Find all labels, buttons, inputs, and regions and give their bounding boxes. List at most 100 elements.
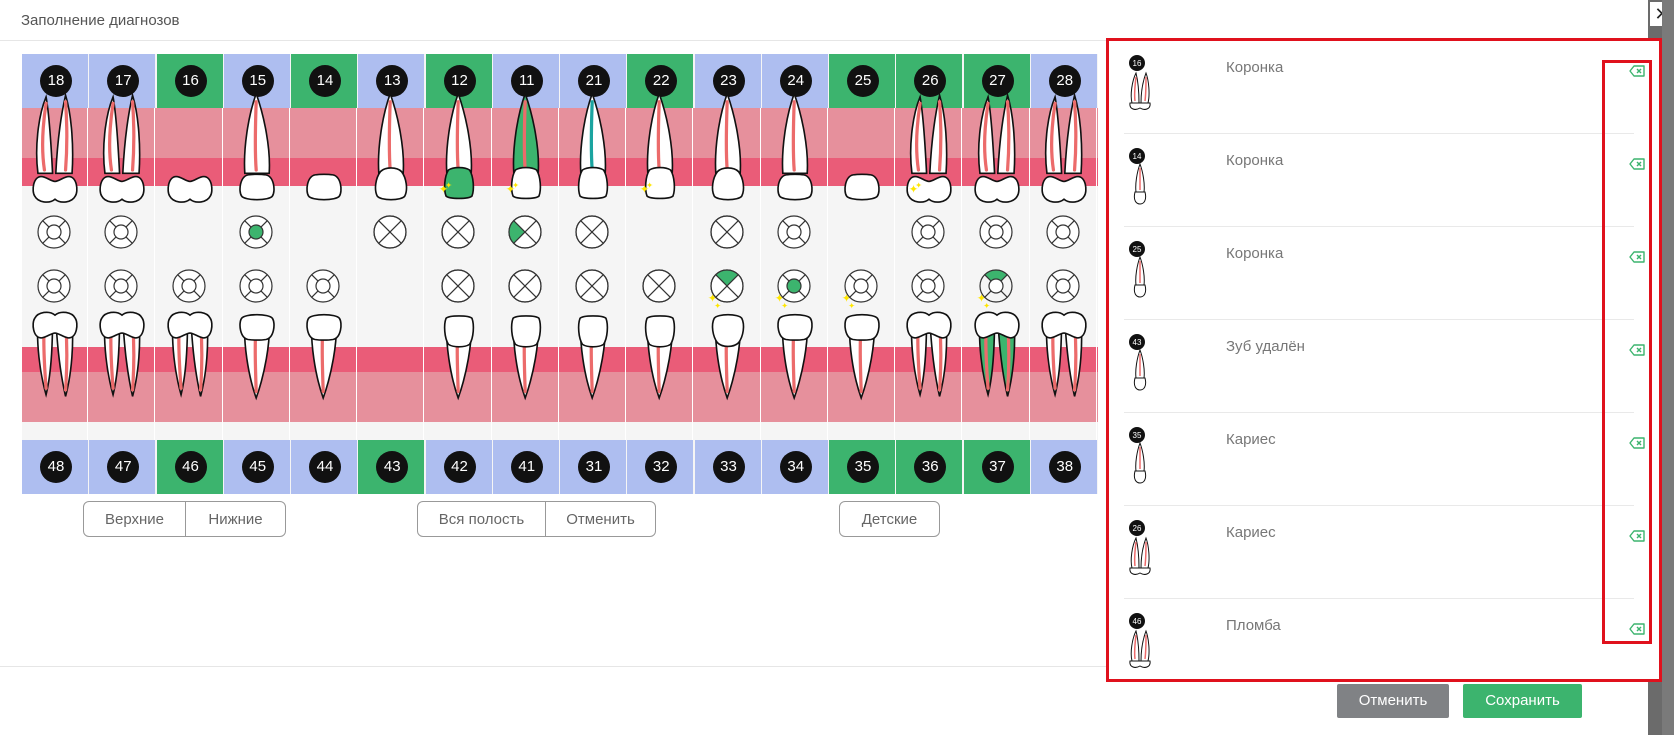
lower-surface-icon[interactable] bbox=[911, 269, 945, 303]
lower-surface-icon[interactable] bbox=[642, 269, 676, 303]
lower-header-cell[interactable]: 41 bbox=[492, 440, 559, 494]
lower-tooth-48[interactable] bbox=[22, 294, 88, 424]
lower-tooth-44[interactable] bbox=[291, 294, 357, 424]
upper-surface-icon[interactable] bbox=[709, 215, 744, 249]
lower-surface-icon[interactable] bbox=[978, 269, 1013, 303]
delete-diagnosis-icon[interactable] bbox=[1629, 65, 1645, 77]
upper-tooth-11[interactable]: ✦✦ bbox=[493, 91, 559, 222]
upper-surface-icon[interactable] bbox=[37, 215, 71, 249]
upper-header-cell[interactable]: 25 bbox=[829, 54, 895, 108]
lower-tooth-46[interactable] bbox=[157, 294, 223, 424]
upper-surface-icon[interactable] bbox=[508, 215, 542, 249]
upper-tooth-14[interactable] bbox=[291, 92, 357, 222]
upper-surface-icon[interactable] bbox=[1046, 215, 1080, 249]
upper-tooth-23[interactable] bbox=[695, 91, 761, 222]
lower-header-cell[interactable]: 43 bbox=[358, 440, 425, 494]
tooth-number-badge[interactable]: 48 bbox=[40, 451, 72, 483]
upper-tooth-13[interactable] bbox=[358, 91, 424, 222]
tooth-number-badge[interactable]: 25 bbox=[847, 65, 879, 97]
lower-tooth-45[interactable] bbox=[224, 294, 290, 424]
upper-surface-icon[interactable] bbox=[777, 215, 811, 249]
upper-header-cell[interactable]: 17 bbox=[89, 54, 156, 108]
upper-jaw-button[interactable]: Верхние bbox=[83, 501, 186, 537]
delete-diagnosis-icon[interactable] bbox=[1629, 437, 1645, 449]
tooth-number-badge[interactable]: 16 bbox=[174, 65, 207, 97]
lower-tooth-33[interactable]: ✦✦ bbox=[695, 291, 761, 424]
lower-surface-icon[interactable] bbox=[777, 269, 811, 303]
tooth-number-badge[interactable]: 28 bbox=[1048, 65, 1081, 97]
tooth-number-badge[interactable]: 17 bbox=[107, 65, 140, 97]
upper-surface-icon[interactable] bbox=[911, 215, 945, 249]
lower-surface-icon[interactable] bbox=[844, 269, 878, 303]
lower-jaw-button[interactable]: Нижние bbox=[185, 501, 286, 537]
lower-header-cell[interactable]: 37 bbox=[963, 440, 1030, 494]
upper-header-cell[interactable]: 28 bbox=[1030, 54, 1097, 108]
kids-chart-button[interactable]: Детские bbox=[839, 501, 940, 537]
upper-header-cell[interactable]: 11 bbox=[492, 54, 559, 108]
lower-header-cell[interactable]: 32 bbox=[627, 440, 694, 494]
tooth-number-badge[interactable]: 23 bbox=[712, 65, 745, 97]
save-button[interactable]: Сохранить bbox=[1463, 684, 1582, 718]
lower-surface-icon[interactable] bbox=[37, 269, 71, 303]
upper-surface-icon[interactable] bbox=[172, 215, 206, 249]
lower-header-cell[interactable]: 44 bbox=[291, 440, 357, 494]
lower-tooth-31[interactable] bbox=[560, 294, 626, 424]
tooth-number-badge[interactable]: 47 bbox=[107, 451, 140, 483]
tooth-number-badge[interactable]: 35 bbox=[847, 451, 879, 483]
upper-header-cell[interactable]: 21 bbox=[560, 54, 626, 108]
upper-tooth-26[interactable]: ✦✦ bbox=[896, 92, 962, 222]
lower-header-cell[interactable]: 34 bbox=[761, 440, 828, 494]
lower-header-cell[interactable]: 38 bbox=[1030, 440, 1097, 494]
lower-header-cell[interactable]: 42 bbox=[425, 440, 492, 494]
tooth-number-badge[interactable]: 21 bbox=[578, 65, 610, 97]
upper-surface-icon[interactable] bbox=[575, 215, 609, 249]
tooth-number-badge[interactable]: 18 bbox=[40, 65, 72, 97]
lower-header-cell[interactable]: 46 bbox=[156, 440, 223, 494]
upper-tooth-21[interactable] bbox=[560, 91, 626, 222]
tooth-number-badge[interactable]: 27 bbox=[981, 65, 1014, 97]
lower-header-cell[interactable]: 48 bbox=[22, 440, 88, 494]
upper-tooth-17[interactable] bbox=[89, 92, 155, 222]
chart-cancel-button[interactable]: Отменить bbox=[545, 501, 656, 537]
tooth-number-badge[interactable]: 45 bbox=[241, 451, 274, 483]
lower-tooth-36[interactable] bbox=[896, 294, 962, 424]
tooth-number-badge[interactable]: 24 bbox=[779, 65, 812, 97]
tooth-number-badge[interactable]: 42 bbox=[443, 451, 476, 483]
tooth-number-badge[interactable]: 14 bbox=[309, 65, 341, 97]
lower-tooth-32[interactable] bbox=[627, 294, 693, 424]
delete-diagnosis-icon[interactable] bbox=[1629, 251, 1645, 263]
lower-tooth-35[interactable]: ✦✦ bbox=[829, 291, 895, 424]
lower-tooth-43[interactable] bbox=[358, 294, 424, 424]
upper-tooth-22[interactable]: ✦✦ bbox=[627, 91, 693, 222]
lower-tooth-37[interactable]: ✦✦ bbox=[964, 291, 1030, 424]
upper-tooth-18[interactable] bbox=[22, 92, 88, 222]
upper-tooth-15[interactable] bbox=[224, 91, 290, 222]
lower-header-cell[interactable]: 45 bbox=[223, 440, 290, 494]
tooth-number-badge[interactable]: 44 bbox=[309, 451, 341, 483]
lower-header-cell[interactable]: 36 bbox=[896, 440, 963, 494]
upper-header-cell[interactable]: 27 bbox=[963, 54, 1030, 108]
upper-surface-icon[interactable] bbox=[440, 215, 475, 249]
upper-header-cell[interactable]: 26 bbox=[896, 54, 963, 108]
upper-surface-icon[interactable] bbox=[373, 215, 407, 249]
tooth-number-badge[interactable]: 33 bbox=[712, 451, 745, 483]
tooth-number-badge[interactable]: 22 bbox=[645, 65, 678, 97]
lower-tooth-47[interactable] bbox=[89, 294, 155, 424]
lower-tooth-41[interactable] bbox=[493, 294, 559, 424]
tooth-number-badge[interactable]: 37 bbox=[981, 451, 1014, 483]
tooth-number-badge[interactable]: 11 bbox=[510, 65, 543, 97]
lower-surface-icon[interactable] bbox=[575, 269, 609, 303]
upper-surface-icon[interactable] bbox=[844, 215, 878, 249]
footer-cancel-button[interactable]: Отменить bbox=[1337, 684, 1449, 718]
tooth-number-badge[interactable]: 41 bbox=[510, 451, 543, 483]
upper-header-cell[interactable]: 16 bbox=[156, 54, 223, 108]
upper-tooth-25[interactable] bbox=[829, 92, 895, 222]
upper-tooth-28[interactable] bbox=[1031, 92, 1097, 222]
lower-tooth-42[interactable] bbox=[426, 294, 492, 424]
lower-header-cell[interactable]: 31 bbox=[560, 440, 626, 494]
tooth-number-badge[interactable]: 34 bbox=[779, 451, 812, 483]
tooth-number-badge[interactable]: 12 bbox=[443, 65, 476, 97]
upper-tooth-16[interactable] bbox=[157, 92, 223, 222]
tooth-number-badge[interactable]: 46 bbox=[174, 451, 207, 483]
lower-surface-icon[interactable] bbox=[508, 269, 542, 303]
